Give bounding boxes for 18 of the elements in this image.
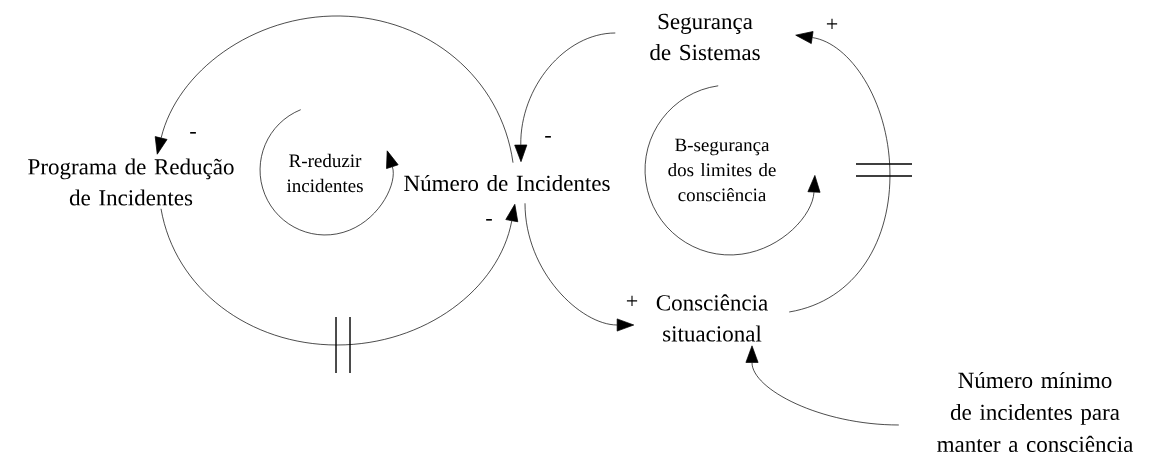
polarity-sign: -: [543, 135, 553, 143]
variable-label: Consciência situacional: [656, 294, 768, 342]
polarity-sign: +: [624, 294, 640, 310]
causal-arrow: [160, 203, 519, 346]
polarity-sign: -: [484, 218, 494, 226]
polarity-sign: +: [824, 17, 840, 33]
loop-label: B-segurança dos limites de consciência: [668, 138, 776, 202]
variable-label: Número mínimo de incidentes para manter a consciência: [937, 371, 1134, 453]
causal-arrow: [514, 32, 616, 162]
causal-arrow: [788, 31, 891, 313]
variable-label: Programa de Redução de Incidentes: [28, 158, 234, 206]
causal-arrow: [745, 345, 900, 426]
causal-arrow: [154, 15, 514, 164]
polarity-sign: -: [188, 131, 198, 139]
variable-label: Número de Incidentes: [404, 174, 610, 192]
causal-arrow: [524, 202, 635, 332]
loop-label: R-reduzir incidentes: [286, 153, 363, 193]
variable-label: Segurança de Sistemas: [650, 13, 760, 61]
